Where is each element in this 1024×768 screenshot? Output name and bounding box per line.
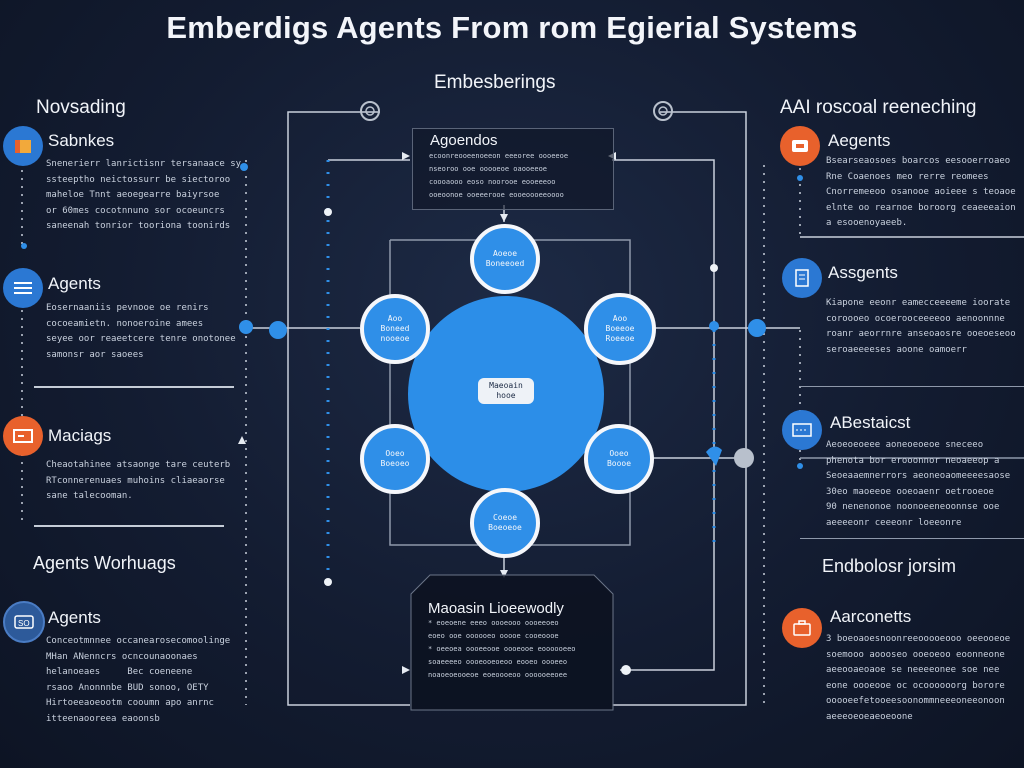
separator — [34, 386, 234, 388]
hub-node-right-upper[interactable]: Aoo Boeeoe Roeeoe — [584, 293, 656, 365]
right-item-body: Kiapone eeonr eamecceeeeme ioorate coroo… — [826, 298, 1016, 355]
left-item-body: Snenerierr lanrictisnr tersanaace sy sst… — [46, 159, 242, 231]
left-item-title: Sabnkes — [48, 131, 115, 150]
document-icon — [782, 258, 822, 298]
center-heading: Embesberings — [434, 72, 556, 93]
left-item-title: Maciags — [48, 426, 112, 445]
node-label: Ooeo Boooe — [606, 449, 632, 468]
hub-node-bottom[interactable]: Coeoe Boeoeoe — [470, 488, 540, 558]
node-label: Aoo Boeeoe Roeeoe — [605, 314, 635, 343]
hub-node-right-lower[interactable]: Ooeo Boooe — [584, 424, 654, 494]
top-box — [412, 128, 614, 210]
right-item-title: Aarconetts — [830, 607, 912, 626]
top-box-body: ecoonreooeenoeeon eeeoree oooeeoe nseoro… — [429, 152, 569, 199]
right-item-body: 3 boeoaoesnoonreeooooeooo oeeooeoe soemo… — [826, 634, 1011, 722]
node-label: Aoeoe Boneeoed — [485, 249, 525, 268]
list-icon — [3, 268, 43, 308]
right-item-title: Aegents — [828, 131, 891, 150]
left-item-title: Agents — [48, 274, 101, 293]
right-item-title: Assgents — [828, 263, 898, 282]
inbox-icon — [780, 126, 820, 166]
node-label: Aoo Boneed nooeoe — [380, 314, 410, 343]
left-item-title: Agents — [48, 608, 101, 627]
hub-label: Maeoain hooe — [478, 378, 534, 404]
hub-node-left-lower[interactable]: Ooeo Boeoeo — [360, 424, 430, 494]
left-item-body: Eosernaaniis pevnooe oe renirs cocoeamie… — [46, 303, 236, 360]
node-label: Coeoe Boeoeoe — [488, 513, 522, 532]
page-title: Emberdigs Agents From rom Egierial Syste… — [166, 10, 858, 45]
top-box-title: Agoendos — [430, 132, 498, 149]
bottom-box — [410, 574, 614, 711]
separator — [34, 525, 224, 527]
svg-text:SO: SO — [18, 619, 30, 628]
bottom-box-title: Maoasin Lioeewodly — [428, 600, 564, 617]
left-heading: Novsading — [36, 97, 126, 118]
hub-node-left-upper[interactable]: Aoo Boneed nooeoe — [360, 294, 430, 364]
node-label: Ooeo Boeoeo — [380, 449, 410, 468]
right-item-title: ABestaicst — [830, 413, 911, 432]
separator — [800, 386, 1024, 387]
right-item-body: Aeoeoeoeee aoneoeoeoe sneceeo phenota bo… — [826, 440, 1011, 528]
right-item-body: Bsearseaosoes boarcos eesooerroaeo Rne C… — [826, 156, 1016, 228]
briefcase-icon — [782, 608, 822, 648]
workflow-heading: Agents Worhuags — [33, 553, 176, 573]
system-heading: Endbolosr jorsim — [822, 556, 957, 576]
hub-node-top[interactable]: Aoeoe Boneeoed — [470, 224, 540, 294]
badge-icon: SO — [3, 601, 45, 643]
separator — [800, 538, 1024, 539]
bottom-box-body: * eoeoene eeeo oooeooo oooeeoeo eoeo ooe… — [428, 619, 576, 679]
monitor-icon — [782, 410, 822, 450]
left-item-body: Conceotmnnee occanearosecomoolinge MHan … — [46, 636, 231, 724]
folder-icon — [3, 126, 43, 166]
right-heading: AAI roscoal reeneching — [780, 97, 977, 118]
left-item-body: Cheaotahinee atsaonge tare ceuterb RTcon… — [46, 460, 231, 501]
mail-icon — [3, 416, 43, 456]
